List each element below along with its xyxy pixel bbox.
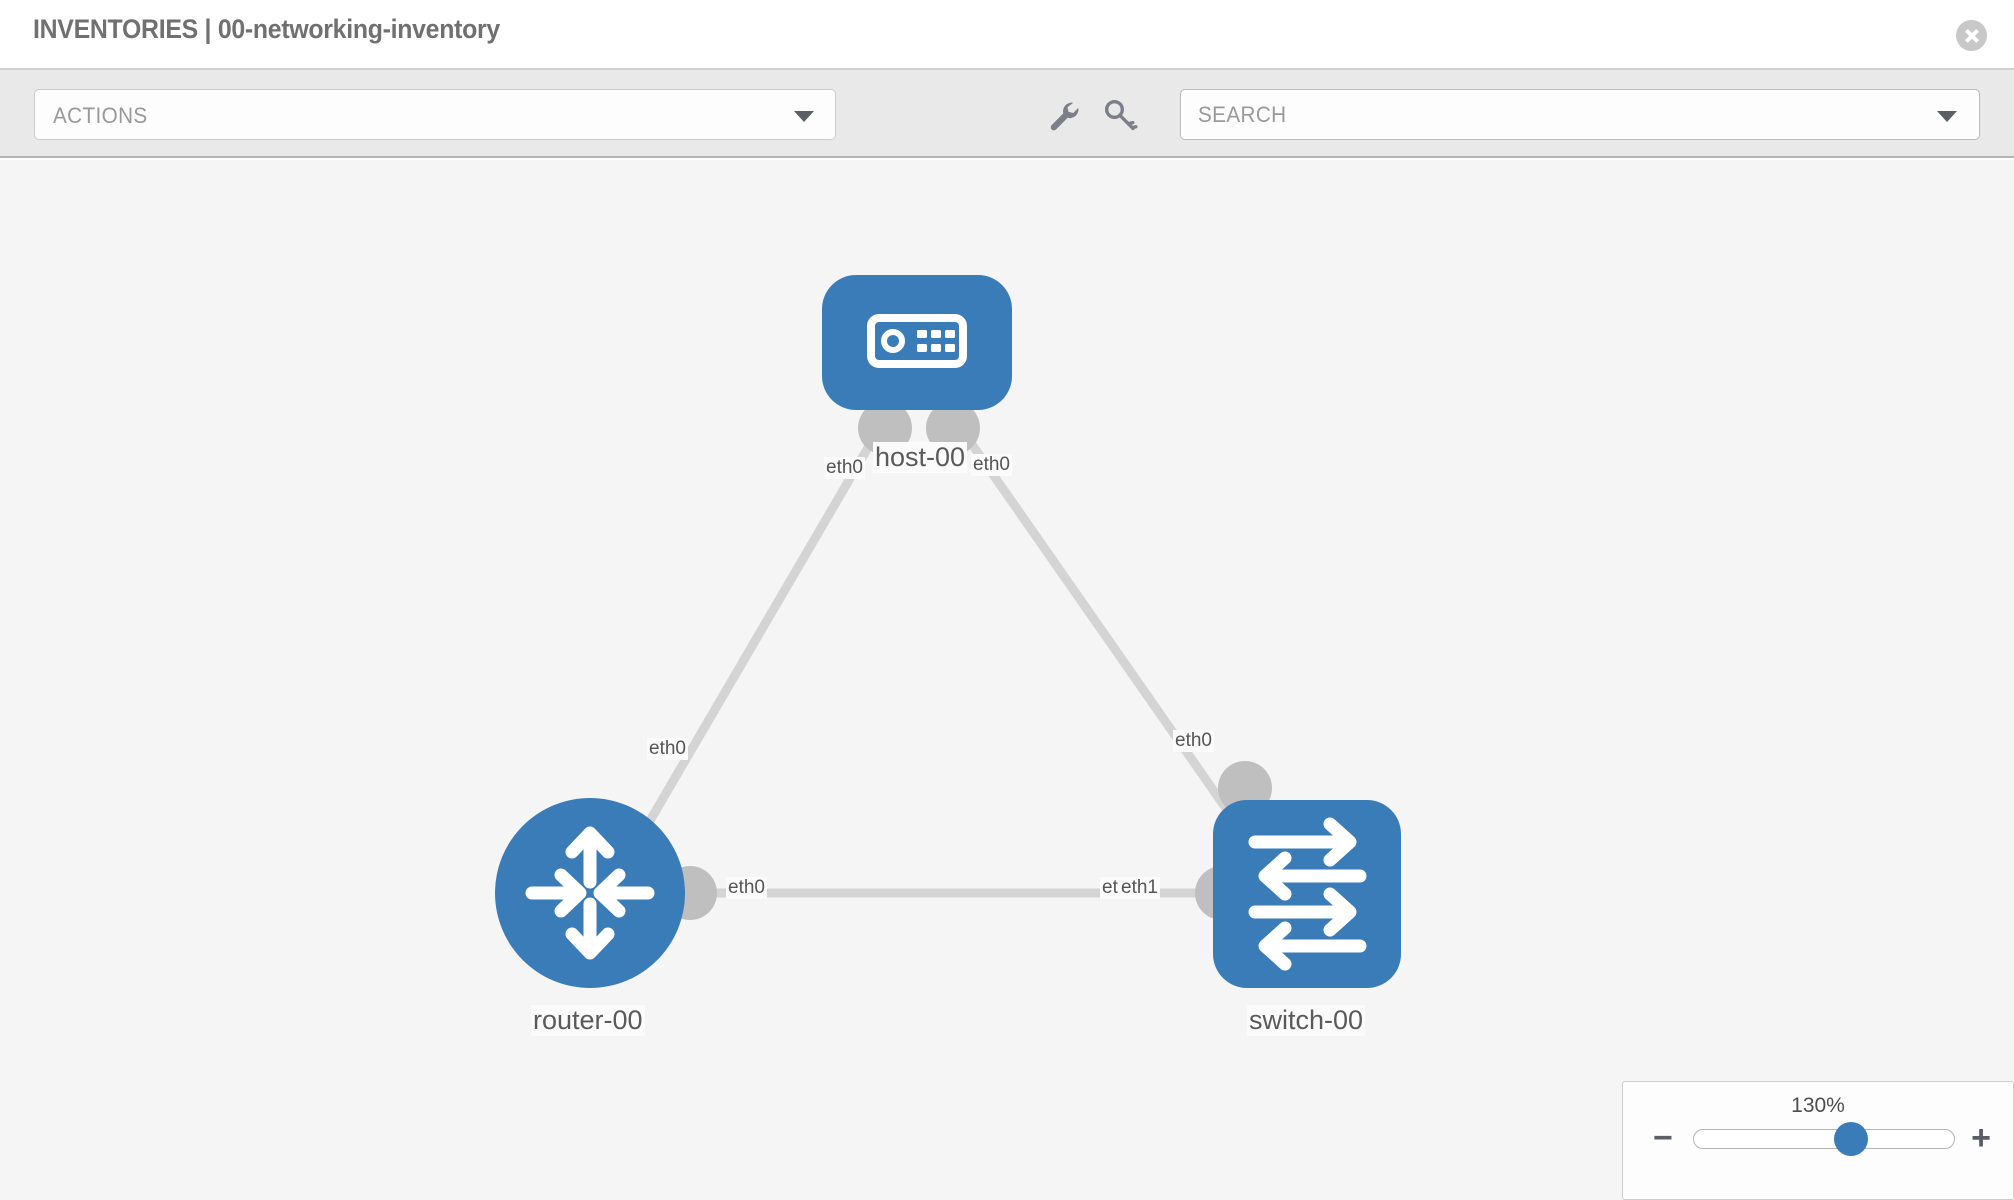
search-input[interactable]: SEARCH	[1180, 89, 1980, 140]
key-icon[interactable]	[1100, 95, 1140, 135]
node-label-router-00: router-00	[531, 1005, 645, 1036]
socket-layer	[663, 401, 1272, 920]
link-host00-switch00	[944, 407, 1266, 863]
node-switch-00	[1213, 800, 1401, 988]
node-router-00	[495, 798, 685, 988]
iface-label-switch00-eth0-uplink: eth0	[1173, 730, 1214, 752]
link-host00-router00	[623, 407, 894, 863]
wrench-icon[interactable]	[1043, 95, 1083, 135]
iface-label-router00-eth0-uplink: eth0	[647, 738, 688, 760]
search-placeholder: SEARCH	[1198, 102, 1287, 127]
iface-label-router00-eth0: eth0	[726, 877, 767, 899]
zoom-slider-handle[interactable]	[1834, 1122, 1868, 1156]
actions-dropdown-label: ACTIONS	[53, 103, 148, 128]
node-label-switch-00: switch-00	[1247, 1005, 1366, 1036]
zoom-out-button[interactable]: −	[1653, 1119, 1673, 1157]
topology-graph	[495, 275, 1401, 988]
page-title: INVENTORIES | 00-networking-inventory	[33, 14, 500, 44]
chevron-down-icon	[1937, 111, 1957, 122]
actions-dropdown[interactable]: ACTIONS	[34, 89, 836, 140]
iface-label-switch00-eth1: eth1	[1119, 877, 1160, 899]
chevron-down-icon	[794, 111, 814, 122]
zoom-slider-track[interactable]	[1693, 1122, 1955, 1156]
zoom-in-button[interactable]: +	[1971, 1119, 1991, 1157]
topology-canvas[interactable]: host-00 router-00 switch-00 eth0 eth0 et…	[0, 160, 2014, 1200]
close-icon[interactable]	[1956, 20, 1987, 51]
node-label-host-00: host-00	[873, 442, 968, 473]
node-host-00	[822, 275, 1012, 410]
socket-host00-eth0-right	[926, 401, 980, 455]
zoom-level-label: 130%	[1791, 1094, 1845, 1117]
page-header: INVENTORIES | 00-networking-inventory	[0, 0, 2014, 70]
iface-label-host00-eth0-right: eth0	[971, 454, 1012, 476]
link-layer	[623, 407, 1266, 898]
iface-label-host00-eth0-left: eth0	[824, 457, 865, 479]
socket-host00-eth0-left	[858, 401, 912, 455]
toolbar: ACTIONS SEARCH	[0, 70, 2014, 158]
zoom-control-panel: 130% − +	[1622, 1081, 2014, 1200]
